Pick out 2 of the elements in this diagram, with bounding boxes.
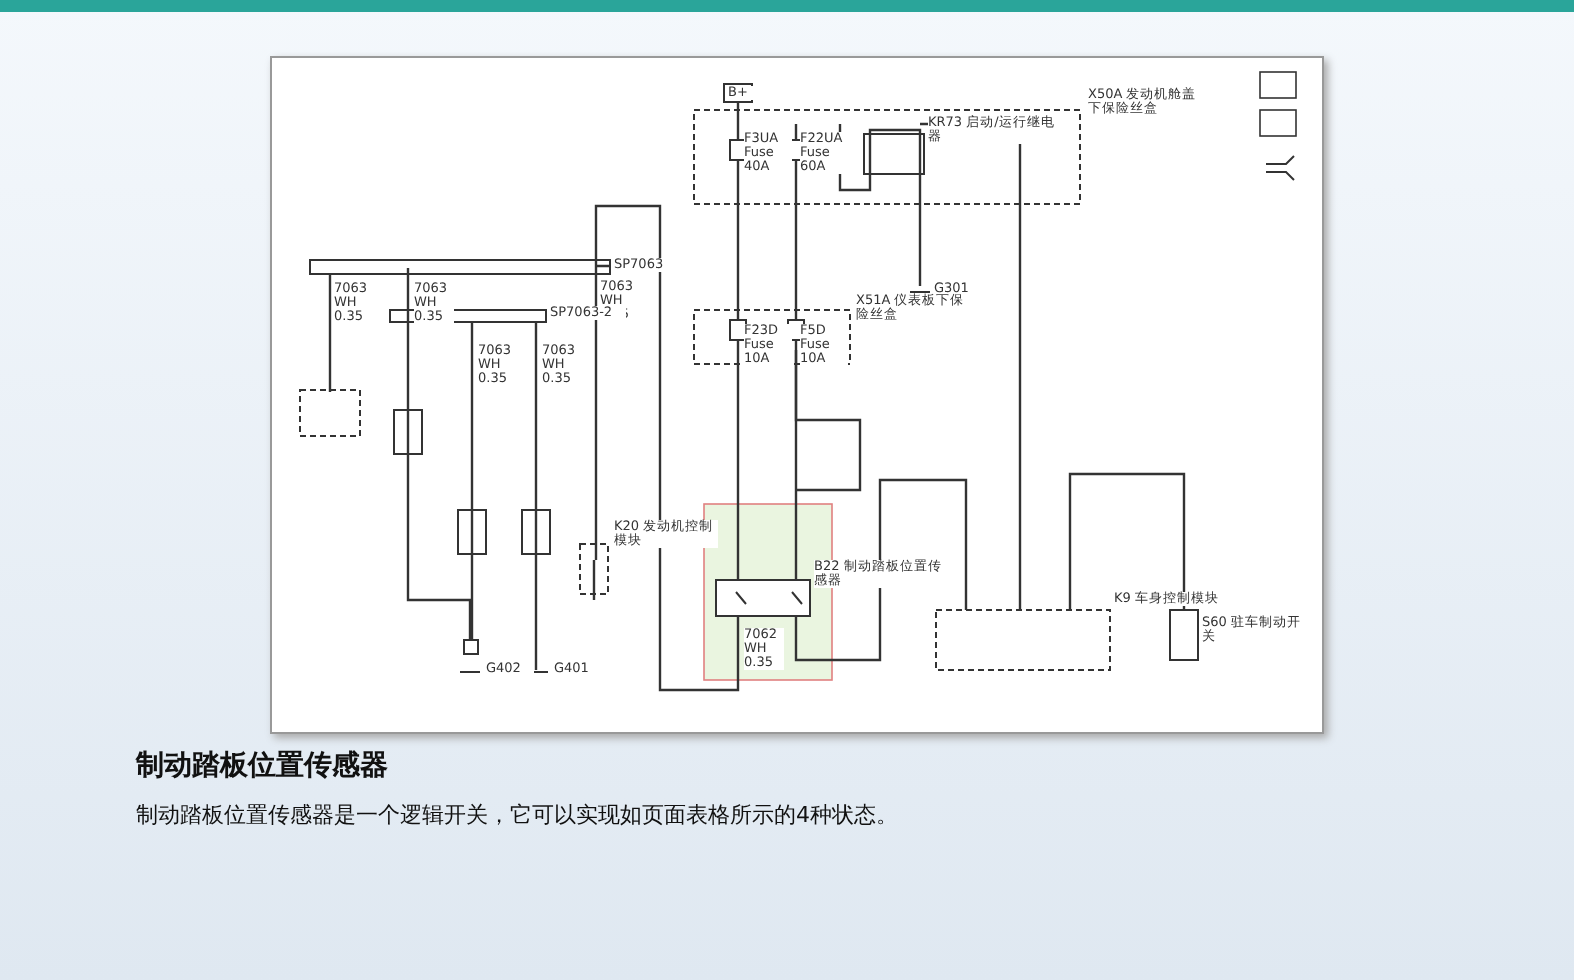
heading: 制动踏板位置传感器 <box>136 748 388 784</box>
description-text: 制动踏板位置传感器是一个逻辑开关，它可以实现如页面表格所示的4种状态。 <box>136 800 898 830</box>
